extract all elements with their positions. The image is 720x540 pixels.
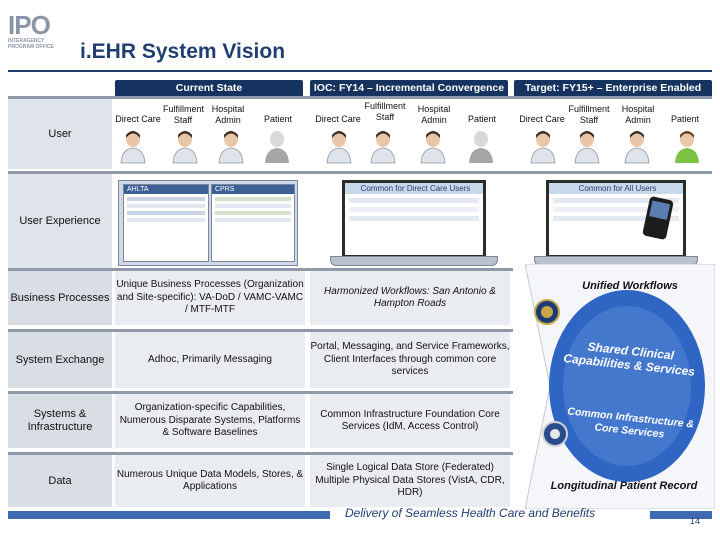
- ioc-laptop-base: [330, 256, 498, 266]
- row-divider-business: [8, 268, 513, 271]
- row-label-data: Data: [8, 455, 112, 507]
- cell-current-exchange: Adhoc, Primarily Messaging: [115, 332, 305, 388]
- row-divider-user: [8, 96, 712, 99]
- footer-bar-left: [8, 511, 330, 519]
- ahlta-screen: AHLTA: [123, 184, 209, 262]
- label-patient-target: Patient: [670, 114, 700, 124]
- cell-current-business: Unique Business Processes (Organization …: [115, 271, 305, 325]
- avatar-hospital-ioc: [420, 130, 446, 164]
- avatar-patient-current: [265, 131, 289, 163]
- ipo-logo: IPO INTERAGENCY PROGRAM OFFICE: [8, 12, 68, 64]
- ioc-laptop-screen: Common for Direct Care Users: [342, 180, 486, 258]
- footer-tagline: Delivery of Seamless Health Care and Ben…: [345, 506, 596, 520]
- row-divider-data: [8, 452, 513, 455]
- target-laptop-screen: Common for All Users: [546, 180, 686, 258]
- row-label-user: User: [8, 99, 112, 169]
- cprs-title: CPRS: [212, 185, 294, 194]
- avatar-fulfillment-ioc: [370, 130, 396, 164]
- logo-subtext-1: INTERAGENCY: [8, 38, 45, 44]
- label-hospital-current: Hospital Admin: [211, 104, 245, 125]
- logo-subtext-2: PROGRAM OFFICE: [8, 44, 54, 50]
- avatar-direct-care-current: [120, 130, 146, 164]
- label-patient-ioc: Patient: [467, 114, 497, 124]
- column-heading-ioc: IOC: FY14 – Incremental Convergence: [310, 80, 508, 97]
- row-label-business-processes: Business Processes: [8, 271, 112, 325]
- page-number: 14: [690, 516, 701, 526]
- label-hospital-ioc: Hospital Admin: [417, 104, 451, 125]
- logo-text: IPO: [8, 10, 51, 40]
- label-patient-current: Patient: [263, 114, 293, 124]
- footer-bar-right: [650, 511, 712, 519]
- label-direct-care-current: Direct Care: [115, 114, 161, 124]
- cell-ioc-business: Harmonized Workflows: San Antonio & Hamp…: [310, 271, 510, 325]
- column-heading-current: Current State: [115, 80, 303, 97]
- target-enterprise-diagram: [525, 264, 715, 509]
- ahlta-title: AHLTA: [124, 185, 208, 194]
- row-label-systems-infrastructure: Systems & Infrastructure: [8, 394, 112, 448]
- ioc-screen-title: Common for Direct Care Users: [345, 183, 483, 194]
- avatar-patient-target: [675, 131, 699, 163]
- cell-current-infrastructure: Organization-specific Capabilities, Nume…: [115, 394, 305, 448]
- cell-ioc-infrastructure: Common Infrastructure Foundation Core Se…: [310, 394, 510, 448]
- label-fulfillment-current: Fulfillment Staff: [163, 104, 205, 125]
- row-divider-infrastructure: [8, 391, 513, 394]
- row-divider-exchange: [8, 329, 513, 332]
- title-rule: [8, 70, 712, 72]
- label-hospital-target: Hospital Admin: [621, 104, 655, 125]
- current-system-screens: AHLTA CPRS: [118, 180, 298, 266]
- target-screen-title: Common for All Users: [549, 183, 683, 194]
- cell-current-data: Numerous Unique Data Models, Stores, & A…: [115, 455, 305, 507]
- avatar-patient-ioc: [469, 131, 493, 163]
- cprs-screen: CPRS: [211, 184, 295, 262]
- slide-title: i.EHR System Vision: [80, 40, 286, 63]
- avatar-direct-care-ioc: [326, 130, 352, 164]
- label-direct-care-target: Direct Care: [519, 114, 565, 124]
- column-heading-target: Target: FY15+ – Enterprise Enabled: [514, 80, 712, 97]
- row-divider-experience: [8, 171, 712, 174]
- avatar-direct-care-target: [530, 130, 556, 164]
- row-label-system-exchange: System Exchange: [8, 332, 112, 388]
- avatar-hospital-current: [218, 130, 244, 164]
- avatar-fulfillment-current: [172, 130, 198, 164]
- cell-ioc-exchange: Portal, Messaging, and Service Framework…: [310, 332, 510, 388]
- target-workflows-label: Unified Workflows: [582, 280, 678, 292]
- target-record-label: Longitudinal Patient Record: [550, 480, 698, 492]
- label-direct-care-ioc: Direct Care: [315, 114, 361, 124]
- cell-ioc-data: Single Logical Data Store (Federated) Mu…: [310, 455, 510, 507]
- avatar-fulfillment-target: [574, 130, 600, 164]
- label-fulfillment-target: Fulfillment Staff: [568, 104, 610, 125]
- user-avatars: [120, 130, 699, 164]
- avatar-hospital-target: [624, 130, 650, 164]
- label-fulfillment-ioc: Fulfillment Staff: [364, 101, 406, 122]
- row-label-user-experience: User Experience: [8, 174, 112, 269]
